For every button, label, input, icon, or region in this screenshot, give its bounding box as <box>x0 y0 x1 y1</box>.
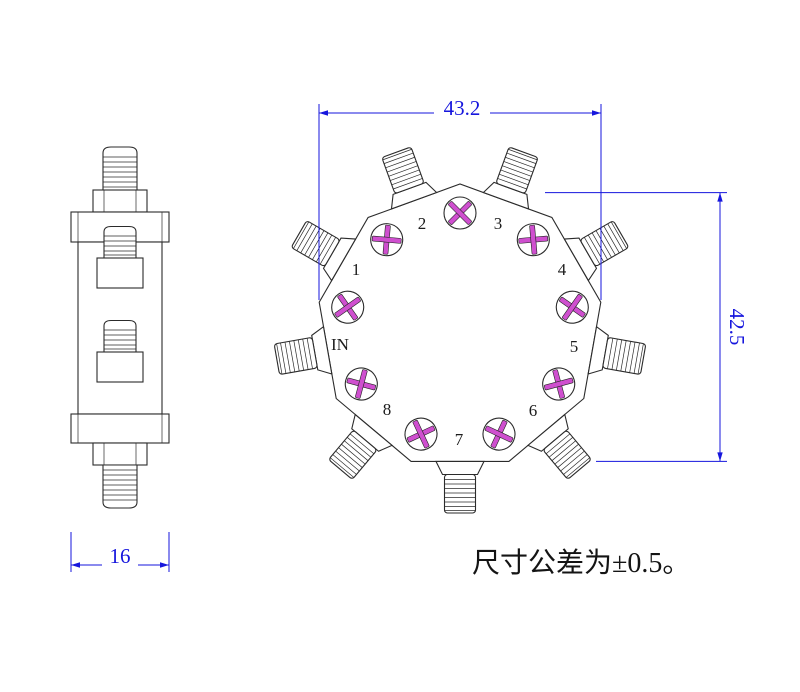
tolerance-note: 尺寸公差为±0.5。 <box>472 547 690 579</box>
port-label-5: 5 <box>570 337 579 356</box>
port-labels: 1 2 3 4 5 6 7 8 IN <box>331 214 578 449</box>
port-label-3: 3 <box>494 214 503 233</box>
side-stub2-hex <box>96 351 144 383</box>
dimension-thickness-label: 16 <box>110 544 131 568</box>
port-label-8: 8 <box>383 400 392 419</box>
connector-port-in <box>272 326 333 384</box>
side-bottom-barrel <box>102 464 138 509</box>
dimension-width-label: 43.2 <box>444 96 481 120</box>
side-view <box>70 146 170 509</box>
side-stub2-barrel <box>103 319 137 353</box>
dimension-thickness: 16 <box>70 532 170 572</box>
side-top-hex <box>92 189 148 213</box>
port-label-2: 2 <box>418 214 427 233</box>
side-top-barrel <box>102 146 138 191</box>
front-view: 1 2 3 4 5 6 7 8 IN <box>272 143 648 514</box>
side-bottom-hex <box>92 442 148 466</box>
connector-port5 <box>587 326 648 384</box>
port-label-7: 7 <box>455 430 464 449</box>
port-label-1: 1 <box>352 260 361 279</box>
port-label-6: 6 <box>529 401 538 420</box>
port-label-in: IN <box>331 335 349 354</box>
dimension-height: 42.5 <box>545 192 749 462</box>
side-stub1-hex <box>96 257 144 289</box>
connector-port7 <box>435 460 485 514</box>
dimension-width: 43.2 <box>318 96 602 300</box>
port-label-4: 4 <box>558 260 567 279</box>
dimension-height-label: 42.5 <box>725 309 749 346</box>
side-bottom-tab <box>70 413 170 444</box>
side-stub1-barrel <box>103 225 137 259</box>
